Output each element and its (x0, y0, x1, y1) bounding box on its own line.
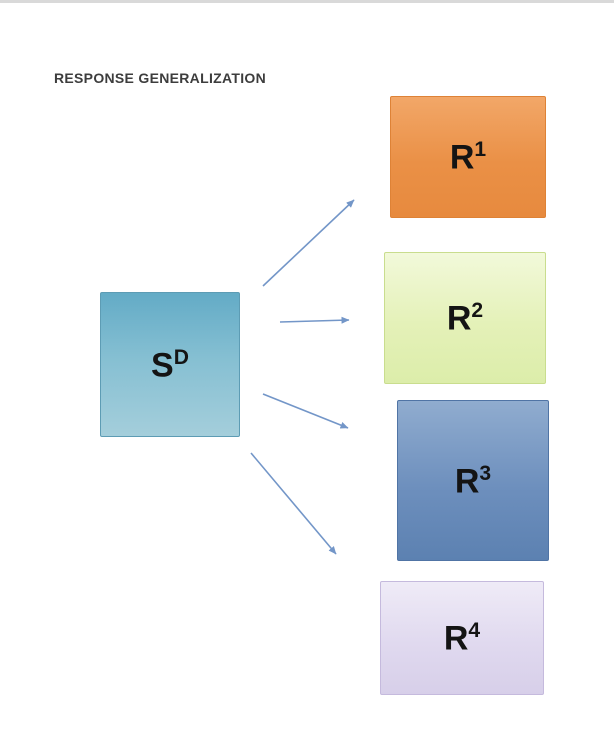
arrow-sd-to-r4 (250, 452, 337, 555)
node-r1: R1 (390, 96, 546, 218)
node-sd-superscript: D (173, 345, 189, 369)
arrow-sd-to-r2 (279, 316, 350, 324)
node-r2-superscript: 2 (471, 299, 484, 323)
node-sd-label: SD (151, 345, 189, 385)
node-r1-label: R1 (449, 138, 487, 177)
node-r4: R4 (380, 581, 544, 695)
node-r4-label: R4 (443, 619, 481, 658)
node-r2-label: R2 (446, 299, 484, 338)
node-r1-superscript: 1 (474, 138, 487, 162)
node-r4-superscript: 4 (468, 619, 481, 643)
arrow-sd-to-r1 (262, 199, 355, 287)
node-r3: R3 (397, 400, 549, 561)
node-r3-label: R3 (454, 461, 492, 501)
top-edge-line (0, 0, 614, 3)
node-r3-superscript: 3 (479, 461, 492, 485)
node-r2: R2 (384, 252, 546, 384)
arrow-sd-to-r3 (262, 393, 349, 429)
diagram-title: RESPONSE GENERALIZATION (54, 70, 266, 86)
node-sd: SD (100, 292, 240, 437)
